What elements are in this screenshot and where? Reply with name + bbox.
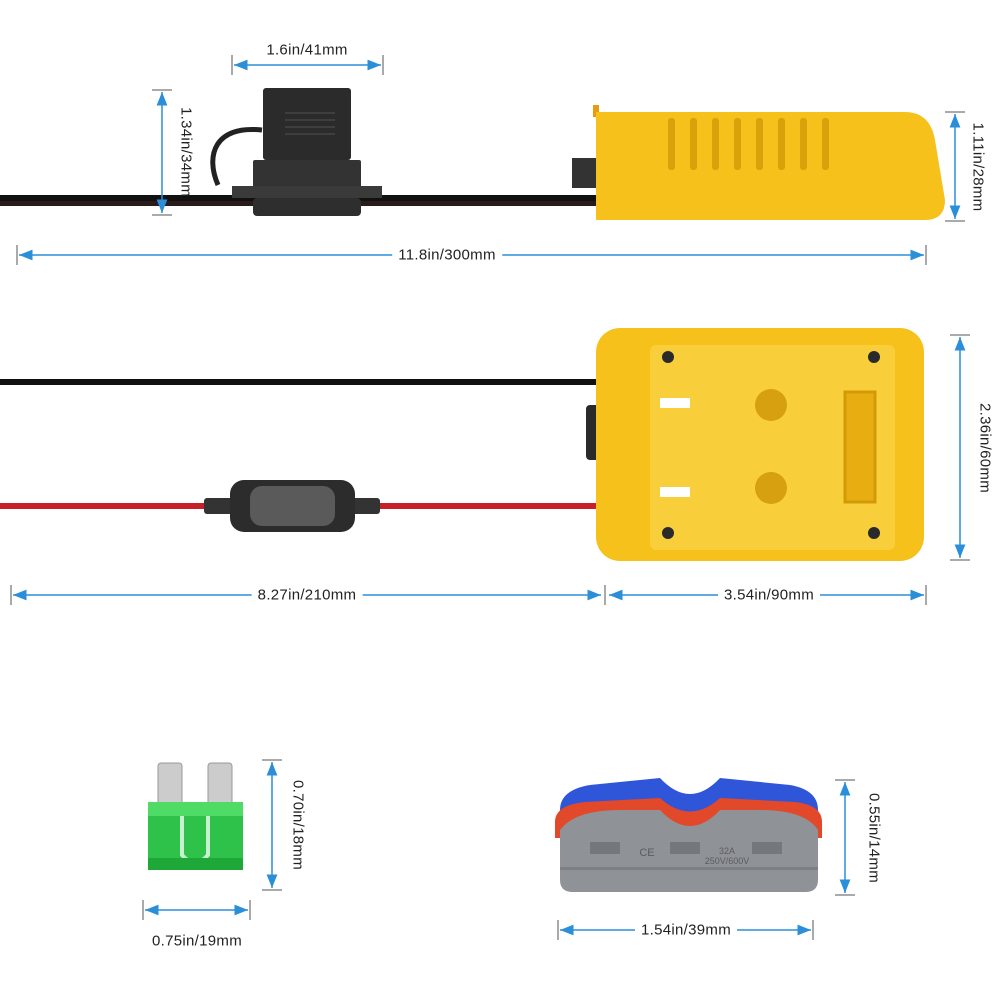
fuse-holder-width-label: 1.6in/41mm bbox=[260, 41, 354, 59]
lever-connector bbox=[555, 778, 822, 892]
blade-fuse bbox=[148, 762, 243, 870]
connector-width-label: 1.54in/39mm bbox=[634, 921, 738, 939]
connector-height-label: 0.55in/14mm bbox=[865, 792, 883, 884]
adapter-side bbox=[572, 105, 945, 220]
adapter-height-label: 1.11in/28mm bbox=[969, 122, 987, 212]
ce-mark: CE bbox=[639, 847, 655, 859]
fuse-height-label: 0.70in/18mm bbox=[289, 779, 307, 871]
adapter-top bbox=[586, 328, 924, 561]
inline-fuse-holder bbox=[204, 480, 380, 532]
side-view bbox=[0, 88, 945, 220]
total-length-label: 11.8in/300mm bbox=[392, 246, 502, 264]
top-view bbox=[0, 328, 924, 561]
current-rating: 32A bbox=[718, 846, 736, 856]
adapter-width-label: 2.36in/60mm bbox=[976, 402, 994, 494]
fuse-holder-side bbox=[210, 88, 382, 216]
voltage-rating: 250V/600V bbox=[704, 856, 750, 866]
fuse-width-label: 0.75in/19mm bbox=[145, 932, 249, 950]
black-wire bbox=[0, 379, 600, 385]
fuse-holder-height-label: 1.34in/34mm bbox=[177, 106, 195, 198]
cable-length-label: 8.27in/210mm bbox=[251, 586, 363, 604]
adapter-length-label: 3.54in/90mm bbox=[717, 586, 821, 604]
